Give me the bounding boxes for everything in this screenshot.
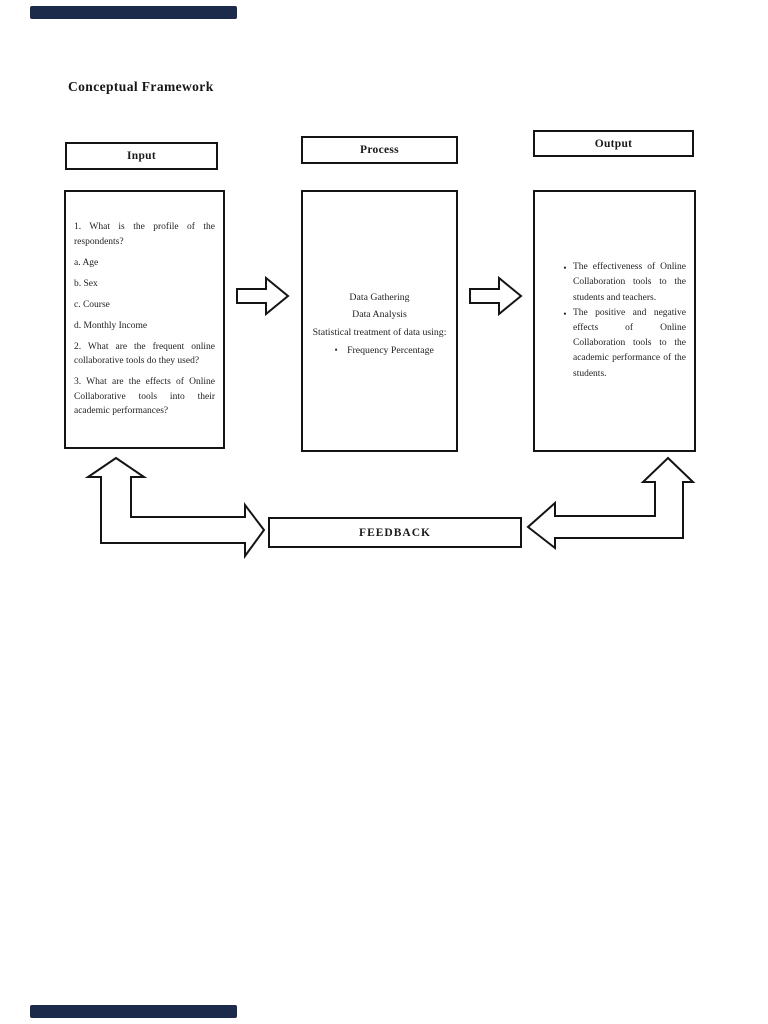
input-item: b. Sex: [74, 278, 98, 289]
page-title: Conceptual Framework: [68, 79, 214, 94]
arrow-input-to-process-icon: [236, 275, 290, 317]
top-chrome-bar: [30, 6, 237, 19]
input-content-box: 1. What is the profile of the respondent…: [64, 190, 225, 449]
process-bullet-item: • Frequency Percentage: [313, 345, 447, 356]
feedback-to-output-arrow-icon: [526, 456, 696, 551]
output-bullet-label: The effectiveness of Online Collaboratio…: [573, 262, 686, 303]
output-bullet-item: • The effectiveness of Online Collaborat…: [541, 260, 686, 306]
process-bullet-label: Frequency Percentage: [347, 344, 434, 356]
process-header-label: Process: [360, 144, 399, 156]
bullet-icon: •: [563, 263, 567, 274]
output-header-label: Output: [594, 137, 633, 150]
feedback-label: FEEDBACK: [359, 526, 431, 539]
output-bullet-item: • The positive and negative effects of O…: [541, 306, 686, 382]
output-content-box: • The effectiveness of Online Collaborat…: [533, 190, 696, 452]
input-header-label: Input: [127, 150, 156, 162]
input-item: 1. What is the profile of the respondent…: [74, 222, 215, 247]
process-item: Statistical treatment of data using:: [312, 326, 447, 338]
feedback-to-input-arrow-icon: [84, 456, 266, 560]
output-bullet-label: The positive and negative effects of Onl…: [573, 307, 686, 379]
process-item: Data Gathering: [349, 291, 410, 303]
input-header-box: Input: [65, 142, 218, 170]
bottom-chrome-bar: [30, 1005, 237, 1018]
input-item: 2. What are the frequent online collabor…: [74, 341, 215, 367]
process-header-box: Process: [301, 136, 458, 164]
process-item: Data Analysis: [352, 309, 407, 321]
input-item: c. Course: [74, 299, 110, 310]
feedback-box: FEEDBACK: [268, 517, 522, 548]
input-item: d. Monthly Income: [74, 320, 148, 331]
process-content-box: Data Gathering Data Analysis Statistical…: [301, 190, 458, 452]
input-item: 3. What are the effects of Online Collab…: [74, 377, 215, 417]
bullet-icon: •: [563, 308, 567, 319]
arrow-process-to-output-icon: [469, 275, 523, 317]
output-header-box: Output: [533, 130, 694, 157]
input-item: a. Age: [74, 257, 99, 268]
bullet-icon: •: [334, 344, 338, 355]
